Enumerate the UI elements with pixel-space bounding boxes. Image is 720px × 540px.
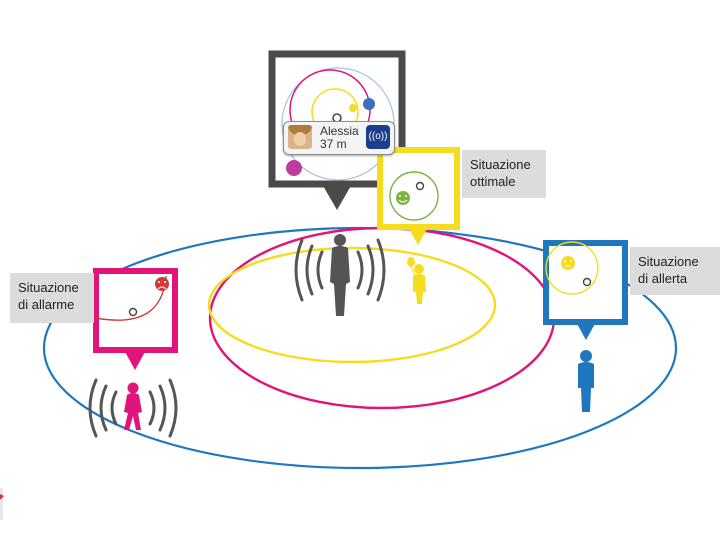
label-alarm: Situazione di allarme [10, 273, 94, 323]
label-alert-line2: di allerta [638, 271, 688, 286]
neutral-face-icon [561, 256, 575, 270]
sad-face-icon [155, 277, 169, 291]
broadcast-icon[interactable]: ((o)) [366, 125, 390, 149]
child-avatar [288, 125, 312, 149]
device-screen-alert [543, 240, 628, 340]
label-alert-line1: Situazione [638, 254, 699, 269]
alarm-signal-waves-icon [88, 378, 178, 438]
child-name: Alessia [320, 124, 359, 138]
logo-fragment [0, 488, 4, 520]
signal-waves-icon [294, 238, 386, 302]
label-optimal: Situazione ottimale [462, 150, 546, 198]
child-info-card[interactable]: Alessia 37 m ((o)) [283, 121, 395, 155]
child-figure-alarm [124, 382, 142, 430]
child-figure-optimal [407, 257, 426, 304]
label-alarm-line2: di allarme [18, 297, 75, 312]
device-screen-optimal [377, 147, 460, 245]
child-marker-blue [363, 98, 375, 110]
optimal-zone-ellipse [207, 246, 497, 364]
child-distance: 37 m [320, 137, 347, 151]
parent-figure [330, 234, 350, 316]
device-screen-alarm [93, 268, 178, 370]
child-marker-magenta [286, 160, 302, 176]
label-optimal-line2: ottimale [470, 174, 516, 189]
label-alarm-line1: Situazione [18, 280, 79, 295]
child-figure-alert [578, 350, 594, 412]
child-marker-yellow [349, 104, 357, 112]
smiley-icon [396, 191, 410, 205]
label-alert: Situazione di allerta [630, 247, 720, 295]
label-optimal-line1: Situazione [470, 157, 531, 172]
